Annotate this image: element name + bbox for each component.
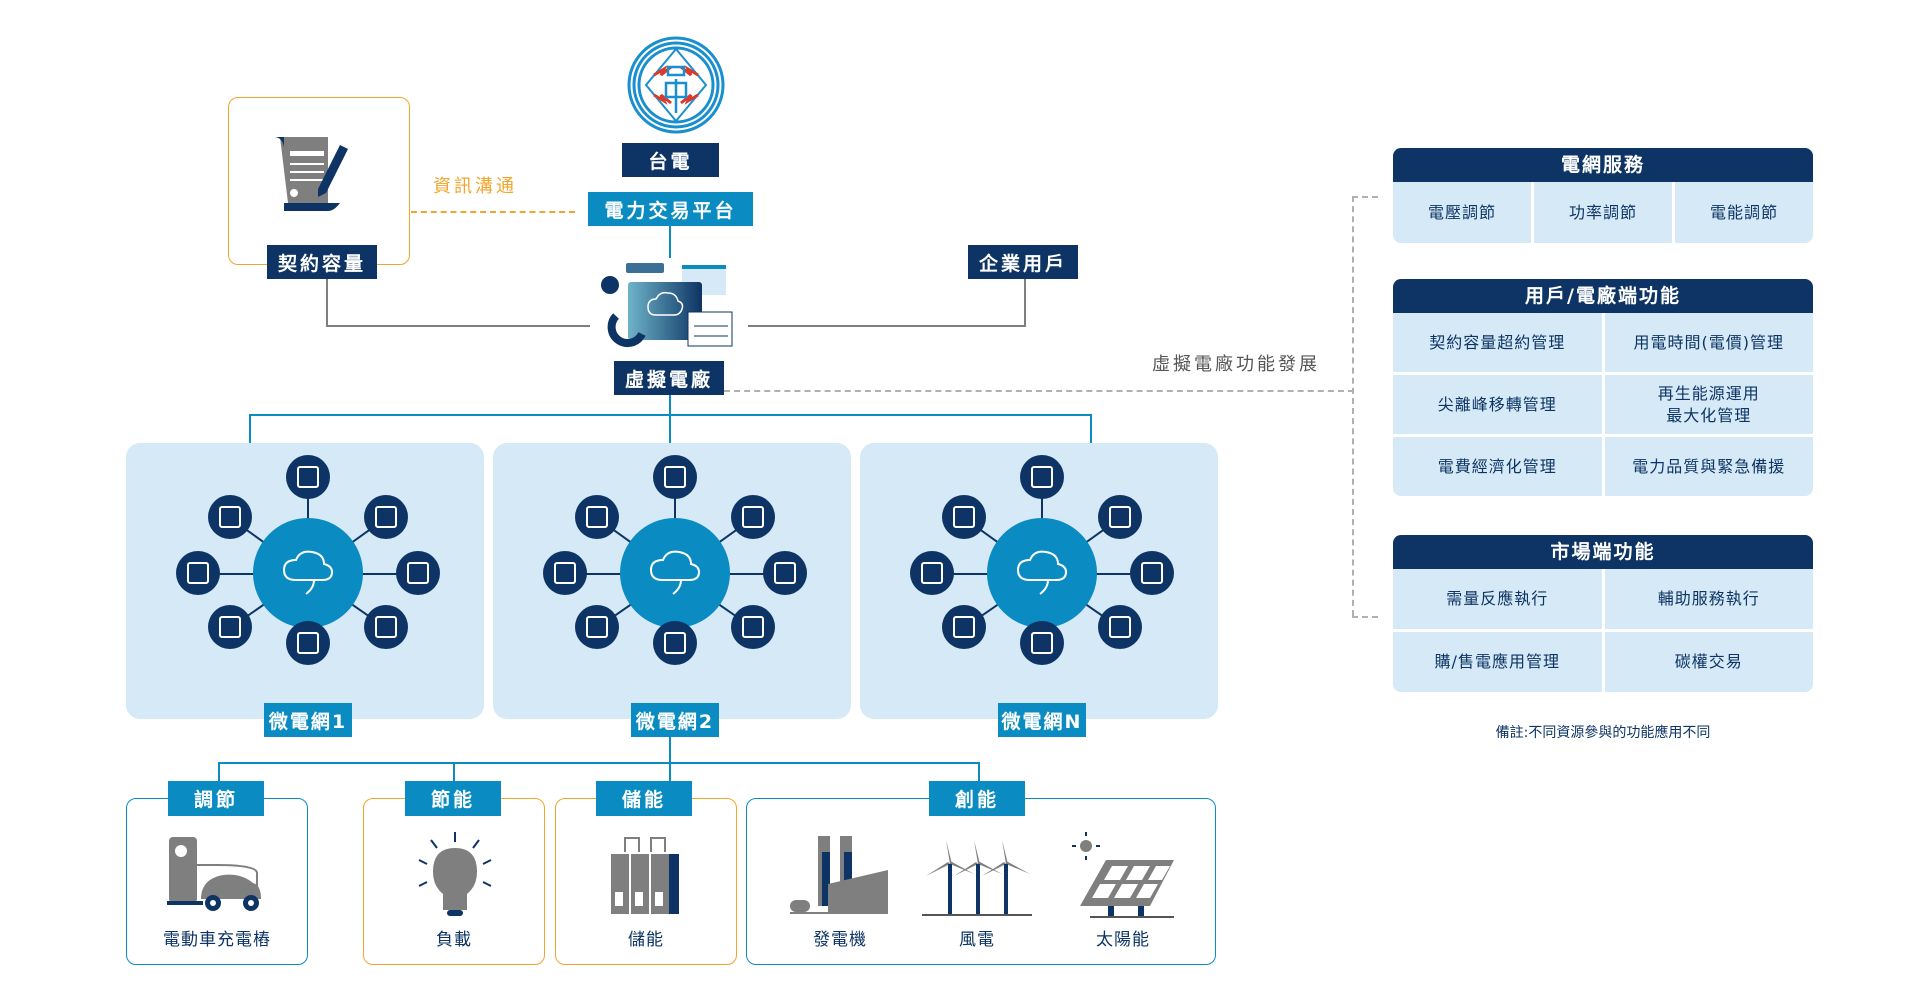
category-tag-generation: 創能 xyxy=(929,781,1025,816)
item-ev-charger: 電動車充電樁 xyxy=(163,930,271,950)
cloud-hub-icon xyxy=(620,518,730,628)
wind-turbine-icon xyxy=(575,605,619,649)
solar-panel-icon xyxy=(575,495,619,539)
house-icon xyxy=(364,605,408,649)
taipower-label: 台電 xyxy=(622,143,719,177)
communication-link xyxy=(411,211,575,213)
wind-farm-icon xyxy=(922,840,1032,916)
ev-charging-car-icon xyxy=(167,837,261,911)
category-tag-saving: 節能 xyxy=(405,781,501,816)
market-cell: 輔助服務執行 xyxy=(1604,569,1813,629)
wind-turbine-icon xyxy=(942,605,986,649)
platform-to-vpp-connector xyxy=(669,226,671,258)
community-users-icon xyxy=(910,551,954,595)
enterprise-user-label: 企業用戶 xyxy=(968,245,1078,279)
item-load: 負載 xyxy=(436,930,472,950)
microgrid-label: 微電網N xyxy=(998,703,1086,737)
microgrid-label: 微電網1 xyxy=(264,703,352,737)
mg1-connector xyxy=(249,414,251,444)
user-plant-cell: 電費經濟化管理 xyxy=(1393,437,1602,496)
trading-platform-label: 電力交易平台 xyxy=(588,192,753,226)
factory-icon xyxy=(763,551,807,595)
substation-building-icon xyxy=(653,621,697,665)
cloud-hub-icon xyxy=(253,518,363,628)
microgrid-label: 微電網2 xyxy=(631,703,719,737)
user-plant-cell: 用電時間(電價)管理 xyxy=(1604,313,1813,372)
category-tag-regulation: 調節 xyxy=(168,781,264,816)
item-solar: 太陽能 xyxy=(1096,930,1150,950)
battery-storage-icon xyxy=(611,837,679,914)
vpp-dashboard-icon xyxy=(601,263,733,347)
user-plant-cell: 契約容量超約管理 xyxy=(1393,313,1602,372)
grid-services-title: 電網服務 xyxy=(1393,148,1813,182)
mg2-down-connector xyxy=(669,733,671,783)
market-cell: 購/售電應用管理 xyxy=(1393,632,1602,692)
communication-label: 資訊溝通 xyxy=(433,176,517,197)
enterprise-to-vpp-connector xyxy=(1024,279,1026,327)
market-panel: 市場端功能 需量反應執行 輔助服務執行 購/售電應用管理 碳權交易 xyxy=(1393,535,1813,692)
user-plant-cell: 尖離峰移轉管理 xyxy=(1393,375,1602,434)
panel-bracket xyxy=(1352,196,1354,616)
contract-document-icon xyxy=(274,137,348,211)
solar-panel-icon xyxy=(1072,832,1174,918)
user-plant-title: 用戶/電廠端功能 xyxy=(1393,279,1813,313)
grid-service-cell: 電能調節 xyxy=(1675,182,1813,243)
vpp-label: 虛擬電廠 xyxy=(614,361,724,395)
contract-to-vpp-connector-h xyxy=(326,325,590,327)
battery-icon xyxy=(1020,455,1064,499)
community-users-icon xyxy=(176,551,220,595)
battery-icon xyxy=(286,455,330,499)
cloud-hub-icon xyxy=(987,518,1097,628)
substation-building-icon xyxy=(1020,621,1064,665)
vpp-down-connector xyxy=(669,395,671,443)
ev-charger-icon xyxy=(1098,495,1142,539)
solar-panel-icon xyxy=(942,495,986,539)
item-generator: 發電機 xyxy=(813,930,867,950)
cat4-connector xyxy=(978,762,980,782)
wind-turbine-icon xyxy=(208,605,252,649)
market-cell: 需量反應執行 xyxy=(1393,569,1602,629)
category-tag-storage: 儲能 xyxy=(596,781,692,816)
house-icon xyxy=(1098,605,1142,649)
market-title: 市場端功能 xyxy=(1393,535,1813,569)
ev-charger-icon xyxy=(364,495,408,539)
cat2-connector xyxy=(453,762,455,782)
ev-charger-icon xyxy=(731,495,775,539)
panel-note: 備註:不同資源參與的功能應用不同 xyxy=(1495,725,1711,741)
user-plant-cell: 電力品質與緊急備援 xyxy=(1604,437,1813,496)
contract-capacity-label: 契約容量 xyxy=(267,245,377,279)
battery-icon xyxy=(653,455,697,499)
house-icon xyxy=(731,605,775,649)
mgN-connector xyxy=(1090,414,1092,444)
factory-icon xyxy=(396,551,440,595)
category-bus xyxy=(218,762,978,764)
grid-services-panel: 電網服務 電壓調節 功率調節 電能調節 xyxy=(1393,148,1813,243)
solar-panel-icon xyxy=(208,495,252,539)
enterprise-to-vpp-connector-h xyxy=(748,325,1026,327)
cat1-connector xyxy=(218,762,220,782)
grid-service-cell: 電壓調節 xyxy=(1393,182,1531,243)
microgrid-bus xyxy=(249,414,1092,416)
panel-bracket-bottom xyxy=(1352,616,1378,618)
contract-to-vpp-connector xyxy=(326,279,328,327)
community-users-icon xyxy=(543,551,587,595)
user-plant-panel: 用戶/電廠端功能 契約容量超約管理 用電時間(電價)管理 尖離峰移轉管理 再生能… xyxy=(1393,279,1813,496)
vpp-function-dev-label: 虛擬電廠功能發展 xyxy=(1152,354,1320,375)
vpp-function-link xyxy=(724,390,1354,392)
factory-icon xyxy=(1130,551,1174,595)
panel-bracket-top xyxy=(1352,196,1378,198)
item-storage: 儲能 xyxy=(628,930,664,950)
market-cell: 碳權交易 xyxy=(1604,632,1813,692)
substation-building-icon xyxy=(286,621,330,665)
grid-service-cell: 功率調節 xyxy=(1534,182,1672,243)
lightbulb-icon xyxy=(418,832,492,916)
taipower-logo xyxy=(627,36,725,134)
user-plant-cell: 再生能源運用 最大化管理 xyxy=(1604,375,1813,434)
power-plant-icon xyxy=(790,836,888,914)
item-wind: 風電 xyxy=(959,930,995,950)
